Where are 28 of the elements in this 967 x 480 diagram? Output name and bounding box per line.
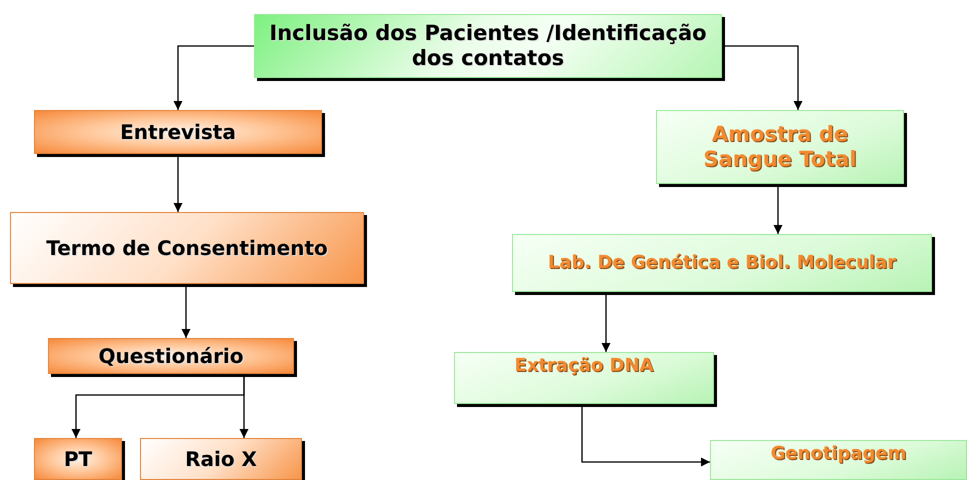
box-label: PT bbox=[64, 447, 92, 471]
arrow bbox=[174, 45, 254, 110]
arrow bbox=[182, 284, 190, 338]
arrow bbox=[774, 184, 782, 234]
box-label: Raio X bbox=[185, 447, 257, 471]
arrow bbox=[602, 292, 610, 352]
box-label: Extração DNA bbox=[514, 355, 654, 377]
arrow bbox=[240, 374, 248, 438]
box-label: Inclusão dos Pacientes /Identificação dos contatos bbox=[268, 20, 708, 72]
process-box bbox=[710, 440, 967, 480]
box-label: Entrevista bbox=[120, 120, 236, 144]
box-label: Questionário bbox=[98, 344, 244, 368]
arrow bbox=[722, 45, 802, 110]
process-box bbox=[512, 234, 932, 292]
arrow bbox=[174, 154, 182, 212]
process-box bbox=[454, 352, 714, 404]
process-box bbox=[254, 14, 722, 78]
process-box bbox=[34, 438, 122, 480]
process-box bbox=[48, 338, 294, 374]
box-label: Termo de Consentimento bbox=[46, 236, 328, 260]
process-box bbox=[10, 212, 364, 284]
box-label: Lab. De Genética e Biol. Molecular bbox=[548, 252, 896, 274]
process-box bbox=[656, 110, 904, 184]
box-label: Genotipagem bbox=[770, 443, 906, 465]
process-box bbox=[140, 438, 302, 480]
process-box bbox=[34, 110, 322, 154]
box-label: Amostra de Sangue Total bbox=[702, 122, 858, 172]
arrow bbox=[581, 404, 710, 466]
